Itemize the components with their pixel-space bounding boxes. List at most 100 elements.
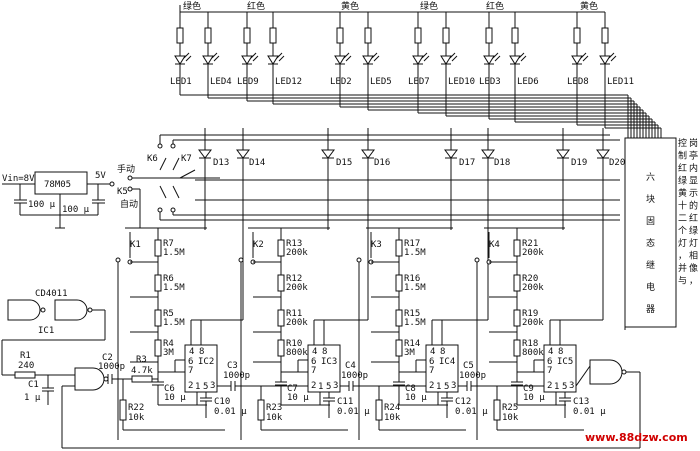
wire <box>494 55 501 62</box>
nand-gate-2 <box>54 299 88 321</box>
led-resistor <box>573 27 581 44</box>
pin-5: 5 <box>203 382 208 392</box>
label-r22: R22 <box>128 403 144 413</box>
label-r19: R19 <box>522 309 538 319</box>
led-resistor <box>269 27 277 44</box>
pin-2: 2 <box>311 381 316 391</box>
r1-value: 240 <box>18 361 34 371</box>
switch-k3: K3 <box>371 240 382 250</box>
resistor-r11 <box>277 309 285 327</box>
relay-note-col2: 控制红绿黄十二个灯，并与 <box>678 137 687 287</box>
value-r3: 4.7k <box>131 366 153 376</box>
solid-state-relay-block: 六块固态继电器 岗亭内显示的红绿灯相像， 控制红绿黄十二个灯，并与 <box>624 137 698 328</box>
cap-in-label: 100 μ <box>28 200 56 210</box>
pin-3: 3 <box>451 381 456 391</box>
label-r7: R7 <box>163 239 174 249</box>
pin-1: 1 <box>195 382 200 392</box>
value-r17: 1.5M <box>404 248 426 258</box>
wire <box>518 52 525 59</box>
label-r24: R24 <box>384 403 400 413</box>
diode-icon <box>556 149 570 159</box>
label-LED11: LED11 <box>607 77 634 87</box>
label-r4: R4 <box>163 339 174 349</box>
led-icon <box>202 55 214 65</box>
wire <box>185 55 192 62</box>
resistor-r10 <box>277 339 285 357</box>
diode-icon <box>361 149 375 159</box>
mode-switches[interactable]: 手动 K5 自动 K6 K7 <box>117 134 620 228</box>
color-label-1: 红色 <box>247 0 265 12</box>
led-icon <box>174 55 186 65</box>
resistor-r23 <box>257 399 265 421</box>
color-label-5: 黄色 <box>580 0 598 12</box>
label-c13: C13 <box>573 397 589 407</box>
wire <box>211 52 218 59</box>
label-r6: R6 <box>163 274 174 284</box>
switch-k1: K1 <box>130 240 141 250</box>
resistor-r5 <box>154 309 162 327</box>
pin-8: 8 <box>440 347 445 357</box>
pin-4: 4 <box>189 347 194 357</box>
value-c13: 0.01 μ <box>573 407 606 417</box>
resistor-r4 <box>154 339 162 357</box>
label-r5: R5 <box>163 309 174 319</box>
label-r25: R25 <box>502 403 518 413</box>
label-c8: C8 <box>405 384 416 394</box>
led-resistor <box>601 27 609 44</box>
label-r17: R17 <box>404 239 420 249</box>
value-r25: 10k <box>502 413 519 423</box>
label-LED1: LED1 <box>170 77 192 87</box>
label-r3: R3 <box>136 355 147 365</box>
led-icon <box>267 55 279 65</box>
resistor-r24 <box>375 399 383 421</box>
value-c8: 10 μ <box>405 393 427 403</box>
label-r20: R20 <box>522 274 538 284</box>
label-r23: R23 <box>266 403 282 413</box>
label-c4: C4 <box>345 361 356 371</box>
wire <box>608 52 615 59</box>
wire <box>278 55 285 62</box>
value-r7: 1.5M <box>163 248 185 258</box>
switch-k2: K2 <box>253 240 264 250</box>
resistor-r16 <box>395 274 403 292</box>
label-c6: C6 <box>164 384 175 394</box>
k6-k7-switch-contacts[interactable] <box>157 134 620 221</box>
label-c2: C2 <box>102 353 113 363</box>
label-ic3: IC3 <box>321 357 337 367</box>
pin-5: 5 <box>444 382 449 392</box>
cd4011-label: CD4011 <box>35 289 68 299</box>
switch-contact <box>115 257 121 263</box>
value-c7: 10 μ <box>287 393 309 403</box>
resistor-r20 <box>513 274 521 292</box>
pin-8: 8 <box>199 347 204 357</box>
r1-label: R1 <box>20 351 31 361</box>
label-r11: R11 <box>286 309 302 319</box>
k6-label: K6 <box>147 154 158 164</box>
label-r12: R12 <box>286 274 302 284</box>
label-D18: D18 <box>494 158 510 168</box>
ic-ic2 <box>184 344 218 393</box>
label-r10: R10 <box>286 339 302 349</box>
color-label-4: 红色 <box>486 0 504 12</box>
label-D17: D17 <box>459 158 475 168</box>
pin-8: 8 <box>322 347 327 357</box>
led-icon <box>509 55 521 65</box>
regulator-78m05 <box>34 171 88 195</box>
wire <box>580 52 587 59</box>
value-r19: 200k <box>522 318 544 328</box>
switch-contact <box>238 257 244 263</box>
resistor-r3 <box>131 375 153 383</box>
power-supply: Vin=8V 78M05 5V 100 μ 100 μ <box>2 171 115 229</box>
oscillator: CD4011 IC1 R1 240 C1 1 μ <box>1 289 641 449</box>
pin-1: 1 <box>436 382 441 392</box>
resistor-r14 <box>395 339 403 357</box>
diode-icon <box>198 149 212 159</box>
value-c10: 0.01 μ <box>214 407 247 417</box>
led-resistor <box>176 27 184 44</box>
value-c11: 0.01 μ <box>337 407 370 417</box>
led-resistor <box>511 27 519 44</box>
resistor-r12 <box>277 274 285 292</box>
cap-out-label: 100 μ <box>62 205 90 215</box>
label-LED3: LED3 <box>479 77 501 87</box>
led-resistor <box>414 27 422 44</box>
